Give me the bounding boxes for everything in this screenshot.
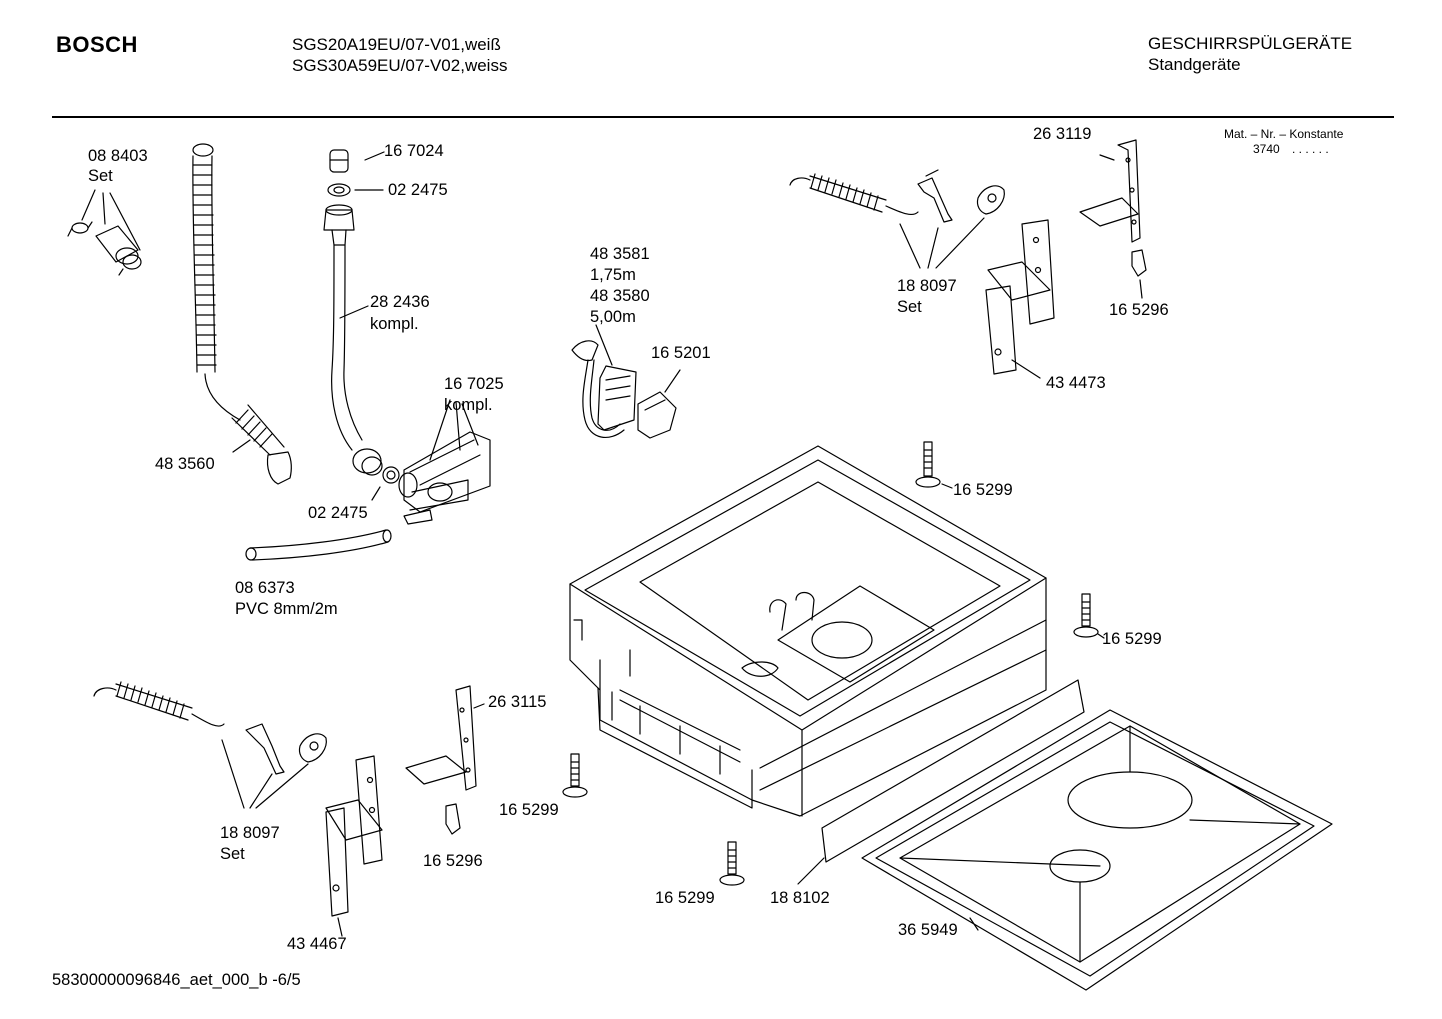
part-label-483581: 48 3581 [590, 245, 650, 263]
part-label-165296-bottom: 16 5296 [423, 852, 483, 870]
hinge-434473-drawing [986, 220, 1054, 378]
brand-logo: BOSCH [56, 32, 138, 57]
part-label-086373: 08 6373 [235, 579, 295, 597]
part-label-022475-bottom: 02 2475 [308, 504, 368, 522]
screw-drawing-c [563, 754, 587, 797]
hinge-434467-drawing [326, 756, 382, 936]
part-label-165299-b: 16 5299 [1102, 630, 1162, 648]
part-label-263115: 26 3115 [488, 693, 547, 711]
header-rule [52, 116, 1394, 118]
hose-clamp-set-drawing [68, 190, 141, 275]
part-label-167025: 16 7025 [444, 375, 504, 393]
part-label-483581-length: 1,75m [590, 266, 636, 284]
pvc-tube-drawing [246, 530, 391, 560]
screw-drawing-b [1074, 594, 1104, 638]
mat-nr-value: 3740 [1253, 142, 1280, 156]
part-label-165299-c: 16 5299 [499, 801, 559, 819]
strip-188102-drawing [798, 680, 1084, 884]
bracket-263119-drawing [1080, 140, 1146, 298]
part-label-165299-a: 16 5299 [953, 481, 1013, 499]
base-plate-drawing [862, 710, 1332, 990]
screw-drawing-a [916, 442, 952, 488]
top-spring-set-drawing [790, 170, 1004, 268]
mat-nr-title: Mat. – Nr. – Konstante [1224, 127, 1344, 141]
part-label-188097-bottom-set: Set [220, 845, 245, 863]
bracket-263115-drawing [406, 686, 484, 834]
part-label-483560: 48 3560 [155, 455, 215, 473]
drain-hose-drawing [193, 144, 291, 484]
part-label-365949: 36 5949 [898, 921, 958, 939]
part-label-263119: 26 3119 [1033, 125, 1092, 143]
part-label-483580: 48 3580 [590, 287, 650, 305]
inlet-hose-drawing [324, 150, 399, 500]
part-label-282436: 28 2436 [370, 293, 430, 311]
model-line-1: SGS20A19EU/07-V01,weiß [292, 35, 501, 54]
part-label-086373-desc: PVC 8mm/2m [235, 600, 338, 618]
screw-drawing-d [720, 842, 744, 885]
part-label-483580-length: 5,00m [590, 308, 636, 326]
part-label-188097-top: 18 8097 [897, 277, 957, 295]
part-label-434473: 43 4473 [1046, 374, 1106, 392]
part-label-165299-d: 16 5299 [655, 889, 715, 907]
category-title: GESCHIRRSPÜLGERÄTE [1148, 34, 1353, 53]
part-label-434467: 43 4467 [287, 935, 347, 953]
part-label-022475-top: 02 2475 [388, 181, 448, 199]
base-tub-drawing [570, 446, 1046, 816]
part-label-282436-kompl: kompl. [370, 315, 419, 333]
valve-assembly-drawing [399, 400, 490, 524]
part-label-088403-set: Set [88, 167, 113, 185]
part-label-188097-bottom: 18 8097 [220, 824, 280, 842]
power-cord-drawing [572, 325, 680, 438]
part-label-167024: 16 7024 [384, 142, 444, 160]
bottom-spring-set-drawing [94, 682, 326, 808]
part-label-167025-kompl: kompl. [444, 396, 493, 414]
part-label-165201: 16 5201 [651, 344, 711, 362]
part-label-088403: 08 8403 [88, 147, 148, 165]
part-label-188102: 18 8102 [770, 889, 830, 907]
part-label-165296-top: 16 5296 [1109, 301, 1169, 319]
model-line-2: SGS30A59EU/07-V02,weiss [292, 56, 508, 75]
part-label-188097-top-set: Set [897, 298, 922, 316]
subcategory-title: Standgeräte [1148, 55, 1241, 74]
document-id: 58300000096846_aet_000_b -6/5 [52, 971, 301, 989]
mat-nr-dots: . . . . . . [1292, 142, 1329, 156]
